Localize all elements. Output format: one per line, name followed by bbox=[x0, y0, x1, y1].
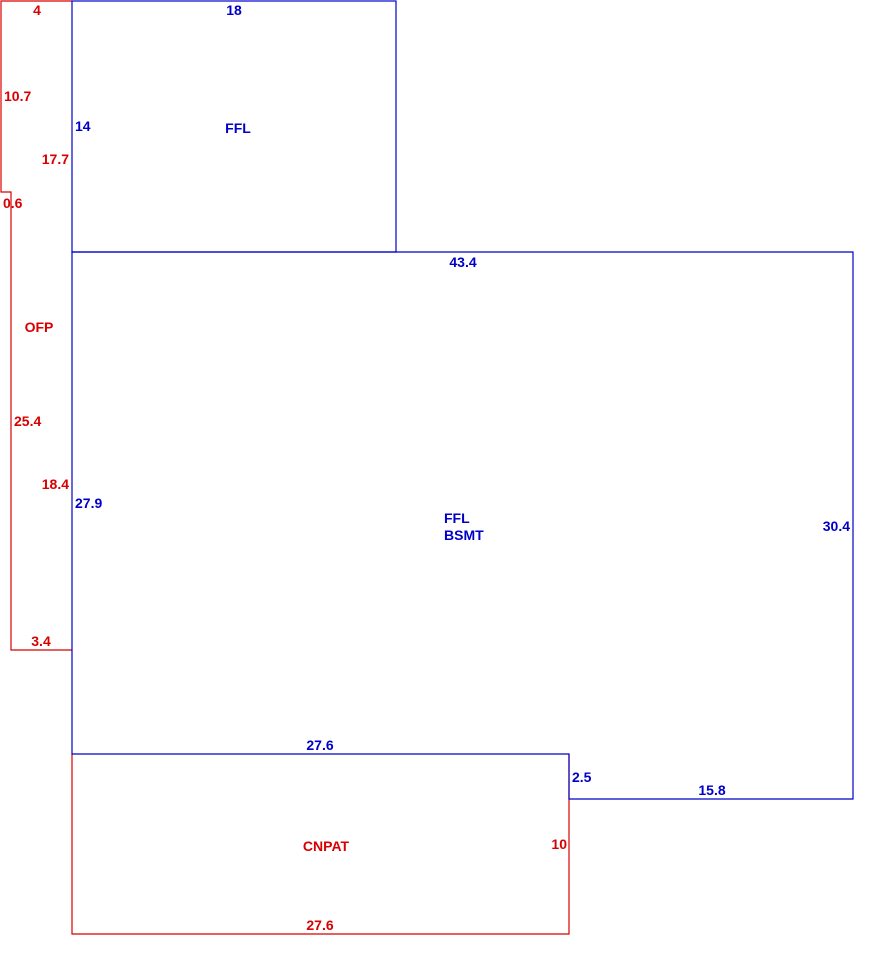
cnpat-area-label: CNPAT bbox=[303, 838, 350, 854]
ofp-area-label: OFP bbox=[25, 319, 54, 335]
main-area-label-bsmt: BSMT bbox=[444, 527, 484, 543]
ofp-outline bbox=[0, 0, 72, 651]
main-ffl-bsmt-outline bbox=[71, 251, 854, 800]
ofp-jog-dimension: 0.6 bbox=[3, 195, 23, 211]
cnpat-right-dimension: 10 bbox=[551, 836, 567, 852]
main-bottom-right-dimension: 15.8 bbox=[698, 782, 725, 798]
main-top-dimension: 43.4 bbox=[449, 254, 476, 270]
main-step-dimension: 2.5 bbox=[572, 769, 592, 785]
upper-ffl-side-dimension: 14 bbox=[75, 118, 91, 134]
ofp-top-dimension: 4 bbox=[33, 2, 41, 18]
main-right-dimension: 30.4 bbox=[823, 518, 850, 534]
ofp-right-lower-dimension: 18.4 bbox=[42, 476, 69, 492]
upper-ffl-area-label: FFL bbox=[225, 120, 251, 136]
cnpat-bottom-dimension: 27.6 bbox=[306, 917, 333, 933]
main-bottom-dimension: 27.6 bbox=[306, 737, 333, 753]
cnpat-outline bbox=[71, 754, 570, 935]
main-left-dimension: 27.9 bbox=[75, 495, 102, 511]
ofp-left-lower-dimension: 25.4 bbox=[14, 413, 41, 429]
ofp-bottom-dimension: 3.4 bbox=[31, 633, 51, 649]
main-area-label-ffl: FFL bbox=[444, 510, 470, 526]
ofp-right-upper-dimension: 17.7 bbox=[42, 151, 69, 167]
upper-ffl-top-dimension: 18 bbox=[226, 2, 242, 18]
ofp-left-dimension: 10.7 bbox=[4, 88, 31, 104]
